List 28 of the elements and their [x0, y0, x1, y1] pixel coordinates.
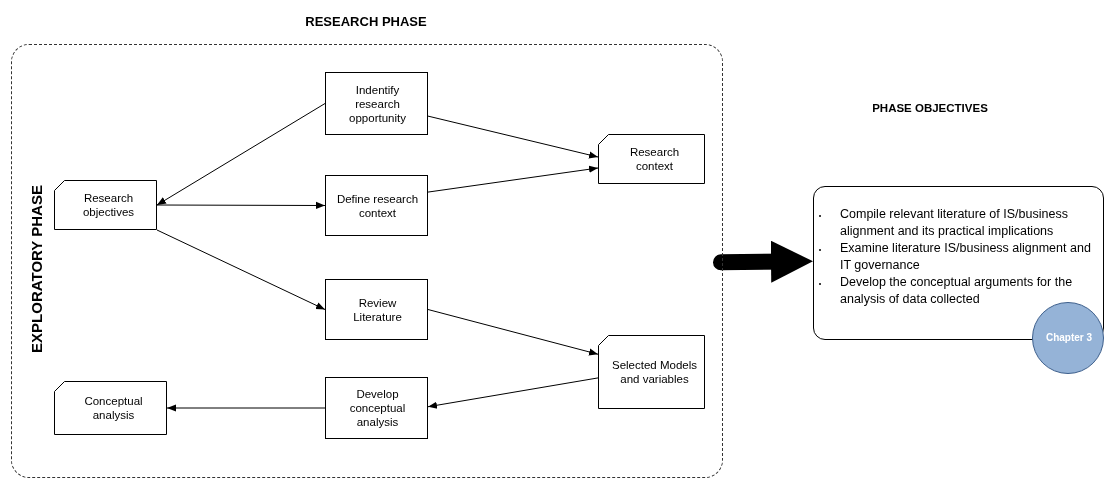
- box-label: Conceptual analysis: [83, 394, 144, 422]
- panel-heading: RESEARCH PHASE: [304, 15, 428, 28]
- process-box: [325, 72, 428, 135]
- box-label: Selected Models and variables: [611, 358, 698, 386]
- chapter-label: Chapter 3: [1044, 331, 1094, 345]
- arrow: [166, 404, 326, 412]
- arrow: [156, 201, 326, 210]
- process-box: [325, 377, 428, 439]
- vertical-heading: EXPLORATORY PHASE: [28, 184, 46, 355]
- box-label: Review Literature: [352, 295, 403, 324]
- arrow: [427, 309, 599, 356]
- process-box: [325, 279, 428, 340]
- arrow: [156, 229, 326, 310]
- block-arrow: [713, 240, 813, 283]
- arrow: [427, 377, 599, 409]
- process-box: [325, 175, 428, 236]
- box-label: Research objectives: [81, 191, 136, 219]
- section-heading: PHASE OBJECTIVES: [871, 102, 989, 115]
- objective-text: Examine literature IS/business alignment and IT governance: [840, 240, 1092, 274]
- objective-text: Compile relevant literature of IS/business alignment and its practical implications: [840, 206, 1069, 240]
- arrow: [156, 103, 326, 206]
- box-label: Research context: [628, 145, 681, 173]
- arrow: [427, 115, 599, 159]
- arrow: [427, 165, 599, 193]
- objective-text: Develop the conceptual arguments for the analysis of data collected: [840, 274, 1074, 308]
- box-label: Indentify research opportunity: [348, 82, 407, 125]
- box-label: Define research context: [336, 191, 419, 220]
- box-label: Develop conceptual analysis: [348, 387, 407, 429]
